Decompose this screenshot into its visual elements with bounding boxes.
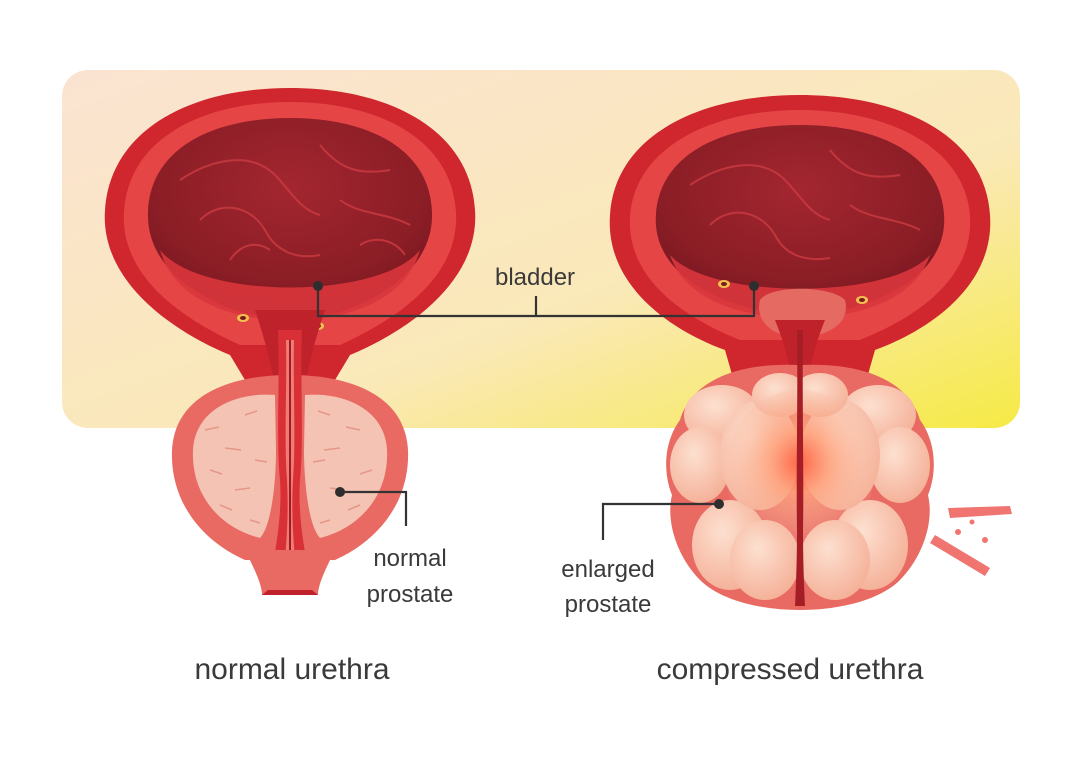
- normal-urethra-caption: normal urethra: [194, 653, 389, 686]
- enlarged-prostate-label-line2: prostate: [565, 591, 652, 618]
- pain-burst-icon: [930, 506, 1012, 576]
- bladder-pointer-dot-right: [749, 281, 759, 291]
- normal-prostate-label-line1: normal: [373, 545, 446, 572]
- compressed-urethra-caption: compressed urethra: [657, 653, 924, 686]
- enlarged-prostate-pointer-dot: [714, 499, 724, 509]
- bladder-label: bladder: [495, 264, 575, 291]
- normal-prostate-pointer-dot: [335, 487, 345, 497]
- enlarged-prostate-label-line1: enlarged: [561, 556, 654, 583]
- bladder-pointer-dot-left: [313, 281, 323, 291]
- normal-prostate-label-line2: prostate: [367, 581, 454, 608]
